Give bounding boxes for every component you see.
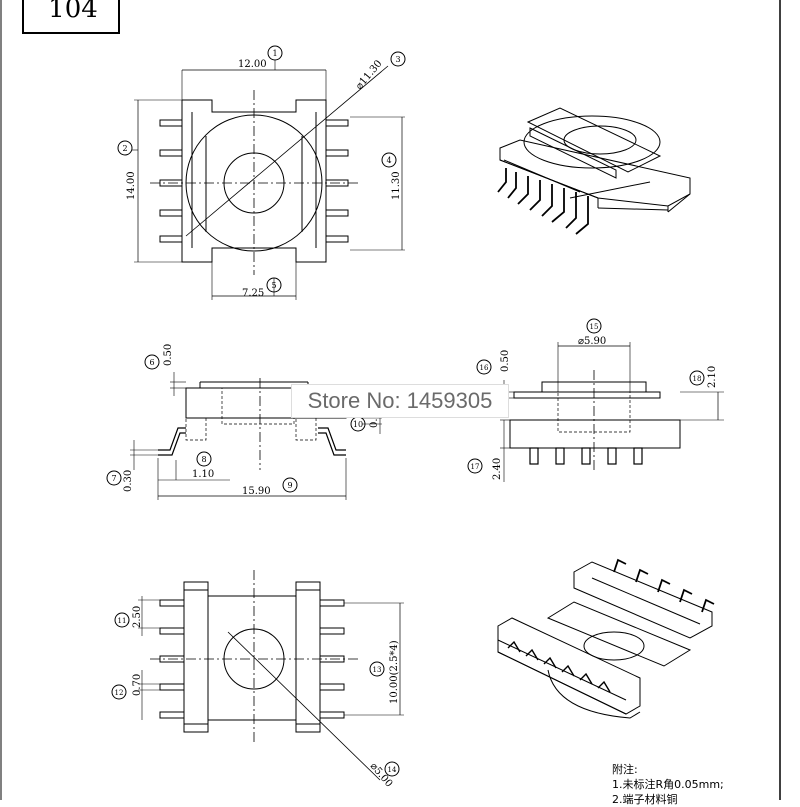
top-view-pins-right xyxy=(325,119,349,243)
balloon-4-label: 4 xyxy=(386,156,391,165)
dim-front-pins: 2.40 xyxy=(492,458,503,480)
balloon-12 xyxy=(111,684,127,700)
dim-front-top: 0.50 xyxy=(500,350,511,372)
balloon-3 xyxy=(390,51,406,67)
diameter-leader xyxy=(185,65,389,237)
balloon-18 xyxy=(689,370,705,386)
balloon-17 xyxy=(467,458,483,474)
dim-side-pin-width: 1.10 xyxy=(192,469,214,480)
dim-front-height: 2.10 xyxy=(707,366,718,388)
balloon-1 xyxy=(267,45,283,61)
balloon-7-label: 7 xyxy=(111,474,116,483)
balloon-10-label: 10 xyxy=(353,420,363,429)
bottom-view xyxy=(111,570,404,781)
balloon-4 xyxy=(381,152,397,168)
bottom-view-flange-left xyxy=(183,581,209,733)
isometric-view-top xyxy=(497,107,691,235)
balloon-11 xyxy=(114,612,130,628)
dim-top-right: 11.30 xyxy=(391,171,402,200)
balloon-3-label: 3 xyxy=(395,55,400,64)
balloon-15-label: 15 xyxy=(590,323,599,331)
notes-line-1: 1.未标注R角0.05mm; xyxy=(612,778,724,791)
balloon-6 xyxy=(144,354,160,370)
dim-bottom-pitch: 2.50 xyxy=(132,606,143,628)
balloon-15 xyxy=(586,318,602,334)
balloon-16 xyxy=(476,359,492,375)
sheet-number: 104 xyxy=(48,0,98,24)
balloon-5-label: 5 xyxy=(271,281,276,290)
dim-side-overall: 15.90 xyxy=(242,486,271,497)
front-view-body xyxy=(509,419,681,449)
balloon-18-label: 18 xyxy=(693,375,702,383)
balloon-9-label: 9 xyxy=(287,481,292,490)
balloon-7 xyxy=(106,470,122,486)
front-view-top-plate xyxy=(513,391,661,399)
balloon-2-label: 2 xyxy=(122,144,127,153)
balloon-14-label: 14 xyxy=(388,766,397,774)
balloon-13 xyxy=(369,661,385,677)
dim-top-width: 12.00 xyxy=(238,59,267,70)
dim-front-hole: ⌀5.90 xyxy=(578,336,606,347)
store-watermark: Store No: 1459305 xyxy=(291,384,509,418)
side-view xyxy=(106,354,382,500)
balloon-5 xyxy=(266,277,282,293)
balloon-2 xyxy=(117,140,133,156)
balloon-8-label: 8 xyxy=(201,455,206,464)
balloon-13-label: 13 xyxy=(373,666,382,674)
balloon-9 xyxy=(282,477,298,493)
sheet-number-box: 104 xyxy=(22,0,120,34)
balloon-14 xyxy=(384,761,400,777)
balloon-1-label: 1 xyxy=(272,49,277,58)
dim-side-top: 0.50 xyxy=(163,344,174,366)
balloon-8 xyxy=(196,451,212,467)
notes-block: 附注: 1.未标注R角0.05mm; 2.端子材料铜 xyxy=(612,762,724,807)
balloon-12-label: 12 xyxy=(115,689,124,697)
balloon-17-label: 17 xyxy=(471,463,480,471)
top-view xyxy=(117,45,406,300)
isometric-view-bottom xyxy=(497,558,715,719)
top-view-pins-left xyxy=(159,119,183,243)
dim-top-height: 14.00 xyxy=(126,171,137,200)
dim-top-diameter: ⌀11.30 xyxy=(354,58,385,92)
dim-bottom-span: 10.00(2.5*4) xyxy=(389,640,400,704)
dim-bottom-pin-width: 0.70 xyxy=(132,674,143,696)
dim-top-bottom: 7.25 xyxy=(242,288,264,299)
balloon-11-label: 11 xyxy=(118,617,127,625)
balloon-6-label: 6 xyxy=(149,358,154,367)
dim-side-pin-thickness: 0.30 xyxy=(123,470,134,492)
front-view xyxy=(467,318,724,482)
balloon-16-label: 16 xyxy=(480,364,489,372)
bottom-view-body xyxy=(207,595,297,721)
notes-heading: 附注: xyxy=(612,763,638,776)
